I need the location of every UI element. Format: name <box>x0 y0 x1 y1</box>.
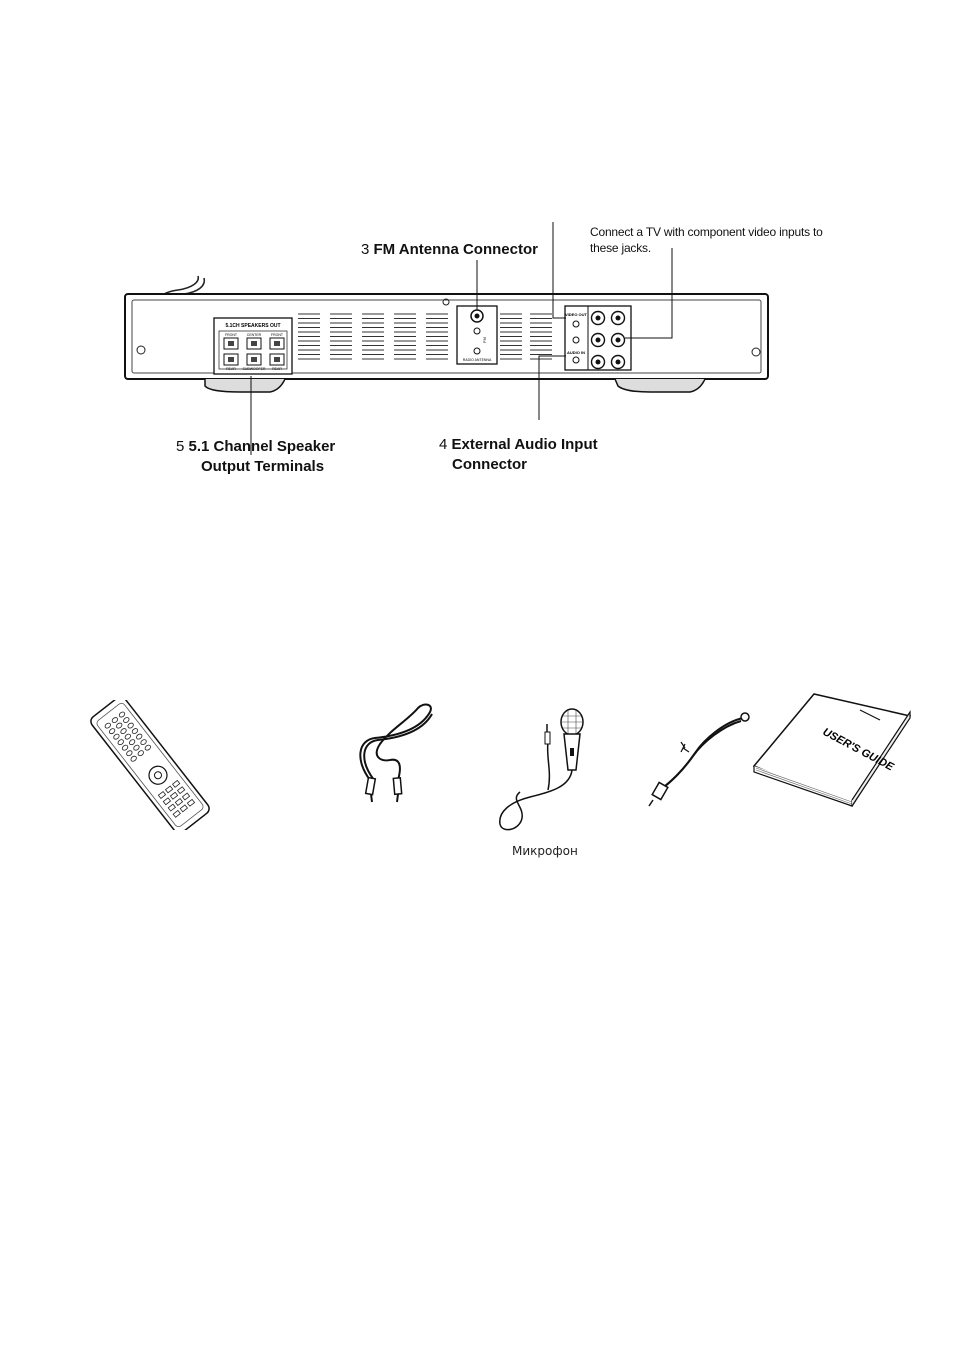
svg-text:AUDIO IN: AUDIO IN <box>567 350 585 355</box>
video-out-jack-icon <box>573 321 579 327</box>
callout-speaker-terminals: 5 5.1 Channel Speaker Output Terminals <box>176 437 335 477</box>
fm-antenna-wire-illustration <box>645 708 760 808</box>
svg-text:CENTER: CENTER <box>247 333 262 337</box>
callout-number: 5 <box>176 438 184 455</box>
svg-text:FRONT: FRONT <box>271 333 284 337</box>
av-cable-illustration <box>350 700 440 805</box>
callout-fm-antenna: 3 FM Antenna Connector <box>361 241 538 258</box>
callout-text-line-2: Connector <box>452 456 527 473</box>
svg-text:FM: FM <box>482 337 487 343</box>
callout-text-line-1: 5.1 Channel Speaker <box>189 438 336 455</box>
svg-text:REAR: REAR <box>226 367 236 371</box>
callout-text-line-2: Output Terminals <box>201 458 324 475</box>
remote-control-illustration <box>85 700 215 830</box>
svg-text:RADIO ANTENNA: RADIO ANTENNA <box>463 358 492 362</box>
audio-in-jack-icon <box>573 337 579 343</box>
callout-number: 4 <box>439 436 447 453</box>
callout-text: FM Antenna Connector <box>374 241 538 258</box>
fm-antenna-block: FM RADIO ANTENNA <box>457 306 497 364</box>
av-jack-block: VIDEO OUT AUDIO IN <box>565 306 631 370</box>
svg-text:VIDEO OUT: VIDEO OUT <box>565 312 588 317</box>
microphone-illustration <box>490 702 600 837</box>
microphone-caption: Микрофон <box>512 844 578 858</box>
callout-number: 3 <box>361 241 369 258</box>
speakers-out-label: 5.1CH SPEAKERS OUT <box>225 323 280 329</box>
svg-text:FRONT: FRONT <box>225 333 238 337</box>
callout-audio-input: 4 External Audio Input Connector <box>439 435 598 475</box>
svg-text:REAR: REAR <box>272 367 282 371</box>
callout-text-line-1: External Audio Input <box>452 436 598 453</box>
svg-text:SUBWOOFER: SUBWOOFER <box>243 367 266 371</box>
note-line-2: these jacks. <box>590 240 823 256</box>
callout-component-video: Connect a TV with component video inputs… <box>590 224 823 256</box>
speaker-terminal-block: 5.1CH SPEAKERS OUT FRONT CENTER FRONT RE… <box>214 318 292 374</box>
note-line-1: Connect a TV with component video inputs… <box>590 224 823 240</box>
users-guide-illustration: USER'S GUIDE <box>752 692 912 807</box>
